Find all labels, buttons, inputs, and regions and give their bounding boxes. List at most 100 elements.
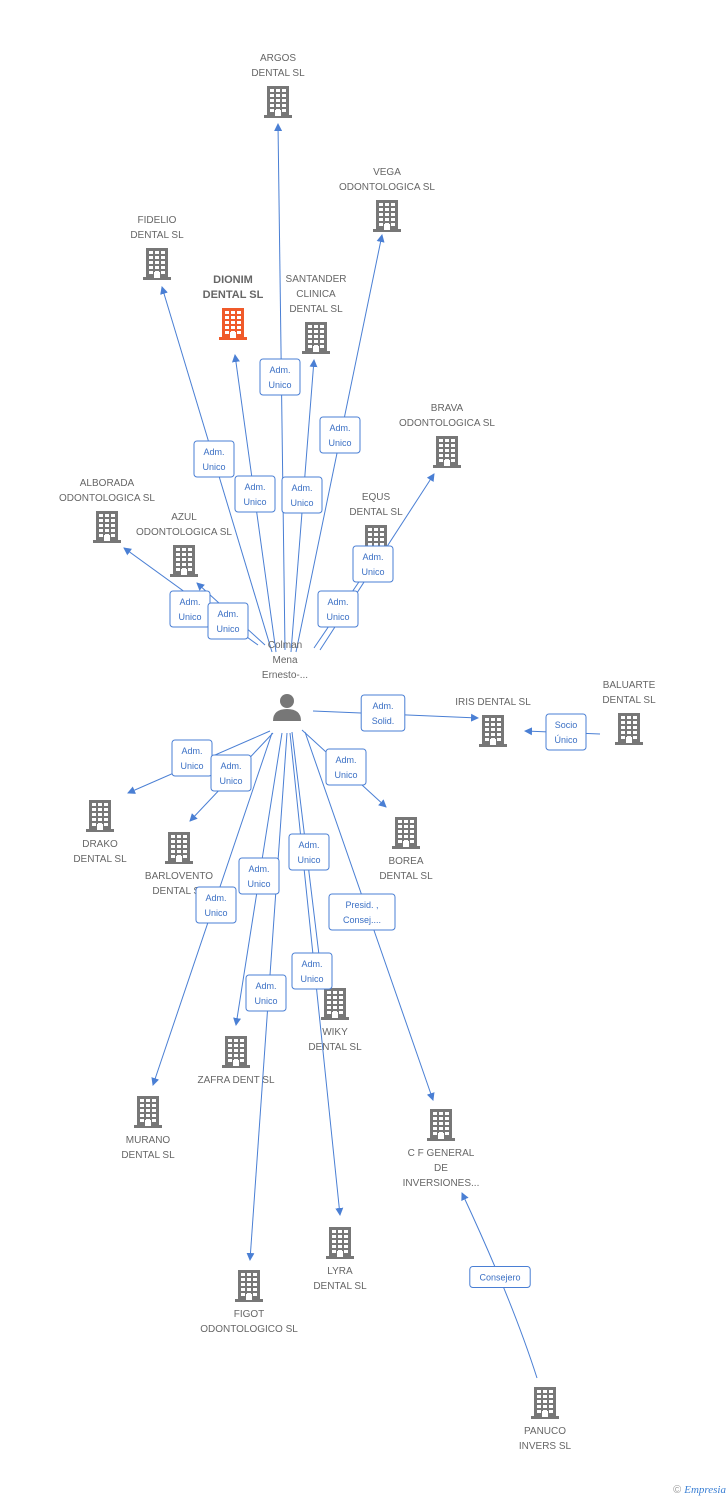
company-label: ZAFRA DENT SL	[197, 1075, 274, 1086]
building-icon	[321, 988, 349, 1020]
person-icon	[273, 694, 301, 721]
edge-label-text: Presid. ,Consej....	[343, 900, 381, 925]
building-icon	[222, 1036, 250, 1068]
building-icon	[433, 436, 461, 468]
edge-label-text: Adm.Unico	[254, 981, 277, 1006]
edge-labels-layer: Adm.UnicoAdm.UnicoAdm.UnicoAdm.UnicoAdm.…	[169, 358, 587, 1288]
building-icon	[264, 86, 292, 118]
company-node-iris[interactable]: IRIS DENTAL SL	[455, 697, 531, 747]
edge-label-colman-murano[interactable]: Adm.Unico	[195, 886, 237, 924]
edge-label-colman-equs[interactable]: Adm.Unico	[317, 590, 359, 628]
edge-label-colman-dionim[interactable]: Adm.Unico	[234, 475, 276, 513]
edge-label-colman-barlovento[interactable]: Adm.Unico	[210, 754, 252, 792]
building-icon	[392, 817, 420, 849]
copyright-symbol: ©	[673, 1484, 682, 1496]
edge-label-colman-cf[interactable]: Presid. ,Consej....	[328, 893, 396, 931]
building-icon	[373, 200, 401, 232]
edge-label-text: Adm.Unico	[247, 864, 270, 889]
building-icon	[235, 1270, 263, 1302]
edge-label-text: Adm.Unico	[180, 746, 203, 771]
edge-label-text: Adm.Unico	[326, 597, 349, 622]
edge-label-colman-borea[interactable]: Adm.Unico	[325, 748, 367, 786]
building-icon	[93, 511, 121, 543]
building-icon	[165, 832, 193, 864]
edge-label-text: Adm.Unico	[216, 609, 239, 634]
edge-label-text: Adm.Unico	[328, 423, 351, 448]
footer-credit: © Empresia	[673, 1484, 726, 1496]
edge-label-colman-drako[interactable]: Adm.Unico	[171, 739, 213, 777]
company-node-zafra[interactable]: ZAFRA DENT SL	[197, 1036, 275, 1086]
building-icon	[531, 1387, 559, 1419]
edge-label-panuco-cf[interactable]: Consejero	[469, 1266, 531, 1288]
edge-label-text: Adm.Unico	[202, 447, 225, 472]
edge-label-text: Consejero	[479, 1273, 520, 1283]
edge-label-text: Adm.Unico	[300, 959, 323, 984]
edge-label-text: Adm.Unico	[219, 761, 242, 786]
edge-label-text: Adm.Unico	[204, 893, 227, 918]
building-icon	[143, 248, 171, 280]
building-icon	[86, 800, 114, 832]
edge-label-colman-lyra[interactable]: Adm.Unico	[291, 952, 333, 990]
edge-label-colman-brava[interactable]: Adm.Unico	[352, 545, 394, 583]
edge-label-colman-argos[interactable]: Adm.Unico	[259, 358, 301, 396]
building-icon	[427, 1109, 455, 1141]
edge-label-text: Adm.Unico	[178, 597, 201, 622]
edge-label-colman-fidelio[interactable]: Adm.Unico	[193, 440, 235, 478]
edge-label-text: Adm.Unico	[297, 840, 320, 865]
edge-label-colman-wiky[interactable]: Adm.Unico	[288, 833, 330, 871]
edge-label-colman-figot[interactable]: Adm.Unico	[245, 974, 287, 1012]
edge-label-text: Adm.Unico	[361, 552, 384, 577]
edge-label-colman-zafra[interactable]: Adm.Unico	[238, 857, 280, 895]
edge-label-colman-alborada[interactable]: Adm.Unico	[169, 590, 211, 628]
edge-label-colman-iris[interactable]: Adm.Solid.	[360, 694, 406, 732]
edge-label-colman-santander[interactable]: Adm.Unico	[281, 476, 323, 514]
edge-label-text: Adm.Unico	[243, 482, 266, 507]
brand-logo[interactable]: Empresia	[684, 1484, 726, 1496]
building-icon	[134, 1096, 162, 1128]
edge-label-colman-vega[interactable]: Adm.Unico	[319, 416, 361, 454]
building-icon	[302, 322, 330, 354]
edge-label-colman-azul[interactable]: Adm.Unico	[207, 602, 249, 640]
building-icon	[219, 308, 247, 340]
